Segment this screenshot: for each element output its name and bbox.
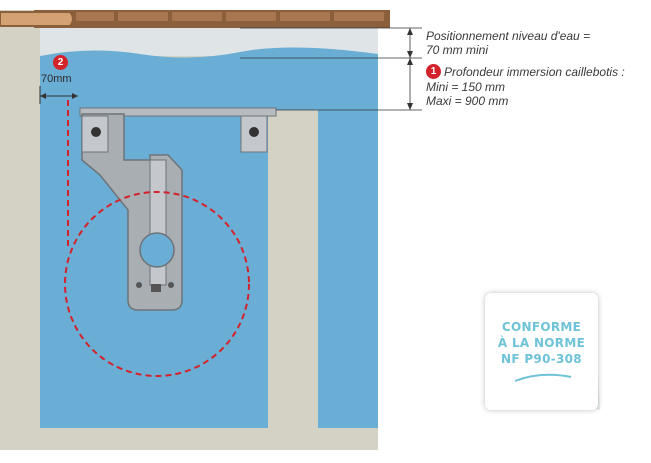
grating-bar [79,107,277,117]
coping-tiles [76,12,384,21]
bracket-hole [139,232,175,268]
coping-nose [0,11,74,27]
seal-wave-icon [514,373,572,382]
immersion-min: Mini = 150 mm [426,80,506,94]
badge-1: 1 [426,64,441,79]
arrow-left-icon [40,93,46,99]
bracket-rivet-left [136,282,142,288]
bracket-screw [151,284,161,292]
norm-seal: CONFORME À LA NORME NF P90-308 [485,293,598,410]
seal-line-2: À LA NORME [497,336,586,350]
detail-circle [64,191,250,377]
clip-left-screw [91,127,101,137]
badge-2: 2 [53,55,68,70]
arrow-right-icon [72,93,78,99]
pool-pier [268,110,318,450]
clip-right [240,115,268,153]
water-level-value: 70 mm mini [426,43,489,57]
immersion-max: Maxi = 900 mm [426,94,509,108]
immersion-title: Profondeur immersion caillebotis : [444,65,625,79]
seal-line-3: NF P90-308 [501,352,582,366]
water-right [318,108,378,428]
clip-right-screw [249,127,259,137]
seal-line-1: CONFORME [501,320,582,334]
water-surface [40,47,378,110]
water-level-label: Positionnement niveau d'eau = [426,29,591,43]
clearance-label: 70mm [41,73,72,85]
bracket-rivet-right [168,282,174,288]
